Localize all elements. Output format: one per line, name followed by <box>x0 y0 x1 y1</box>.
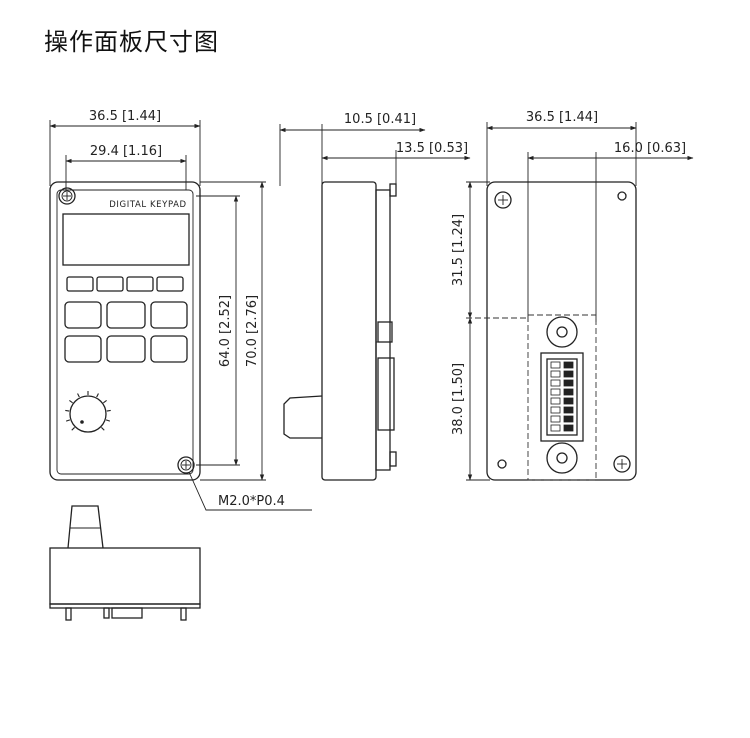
keypad-label: DIGITAL KEYPAD <box>109 200 186 210</box>
connector-pin <box>563 361 574 369</box>
side-knob <box>283 395 323 439</box>
knob-tick <box>71 427 75 431</box>
side-pin-bottom <box>389 451 397 467</box>
rear-mount-hole-top <box>546 316 578 348</box>
bottom-connector <box>111 607 143 619</box>
bottom-body <box>49 547 201 605</box>
knob-tick <box>65 409 70 412</box>
connector-pin <box>550 388 561 396</box>
front-inner-width-label: 29.4 [1.16] <box>90 144 162 159</box>
keypad-body <box>49 181 201 481</box>
connector-pin <box>550 424 561 432</box>
key-row2-3 <box>150 335 188 363</box>
side-body <box>321 181 377 481</box>
function-key-2 <box>96 276 124 292</box>
screw-note: M2.0*P0.4 <box>218 494 285 509</box>
keypad-bezel <box>56 189 194 475</box>
connector-pin <box>550 406 561 414</box>
side-back-plate <box>375 189 391 471</box>
screw-hole-top-left <box>58 187 76 205</box>
front-total-height-label: 70.0 [2.76] <box>245 295 260 367</box>
screw-hole-bottom-right <box>177 456 195 474</box>
key-row1-3 <box>150 301 188 329</box>
rear-connector-outline <box>527 314 597 481</box>
rear-view: 36.5 [1.44] 16.0 [0.63] <box>451 110 694 481</box>
side-depth-label: 10.5 [0.41] <box>344 112 416 127</box>
function-key-1 <box>66 276 94 292</box>
bottom-pin-left <box>65 607 72 621</box>
connector-pin <box>550 379 561 387</box>
connector-pin <box>550 415 561 423</box>
bottom-pin-right <box>180 607 187 621</box>
knob-tick <box>65 419 71 422</box>
knob-tick <box>69 400 73 404</box>
connector-pin <box>563 415 574 423</box>
connector-pin <box>563 406 574 414</box>
front-width-label: 36.5 [1.44] <box>89 109 161 124</box>
knob-tick <box>96 393 99 398</box>
rear-connector-width-label: 16.0 [0.63] <box>614 141 686 156</box>
connector-pin <box>563 424 574 432</box>
function-key-4 <box>156 276 184 292</box>
side-view: 10.5 [0.41] 13.5 [0.53] <box>279 112 471 481</box>
key-row1-1 <box>64 301 102 329</box>
screw-leader-line <box>188 471 312 511</box>
rear-screw-bottom-right <box>613 455 631 473</box>
bottom-view <box>49 505 201 621</box>
bottom-pin-mid-left <box>103 607 110 619</box>
side-pin-top <box>389 183 397 197</box>
knob-tick <box>77 393 80 398</box>
connector-pin <box>563 388 574 396</box>
knob-tick <box>101 427 105 431</box>
potentiometer-knob <box>65 391 111 433</box>
rear-screw-top-left <box>494 191 512 209</box>
front-view: 36.5 [1.44] 29.4 [1.16] DIGITAL KEYPAD <box>49 109 312 511</box>
knob-tick <box>106 409 111 412</box>
side-connector-2 <box>377 357 395 431</box>
key-row1-2 <box>106 301 146 329</box>
rear-lower-height-label: 38.0 [1.50] <box>451 363 466 435</box>
connector-pin <box>550 370 561 378</box>
connector-pin <box>563 379 574 387</box>
front-hole-height-label: 64.0 [2.52] <box>218 295 233 367</box>
page-title: 操作面板尺寸图 <box>44 28 219 56</box>
rear-hole-top-right <box>617 191 627 201</box>
bottom-knob <box>67 505 104 549</box>
rear-width-label: 36.5 [1.44] <box>526 110 598 125</box>
knob-tick <box>103 400 107 404</box>
rear-upper-height-label: 31.5 [1.24] <box>451 214 466 286</box>
connector-pin <box>563 397 574 405</box>
function-key-3 <box>126 276 154 292</box>
lcd-display <box>62 213 190 266</box>
key-row2-2 <box>106 335 146 363</box>
connector-pin <box>563 370 574 378</box>
rear-body <box>486 181 637 481</box>
rear-hole-bottom-left <box>497 459 507 469</box>
pin-header-connector <box>540 352 584 442</box>
knob-tick <box>105 419 111 422</box>
rear-mount-hole-bottom <box>546 442 578 474</box>
key-row2-1 <box>64 335 102 363</box>
connector-pin <box>550 397 561 405</box>
side-body-label-text: 13.5 [0.53] <box>396 141 468 156</box>
connector-pin <box>550 361 561 369</box>
